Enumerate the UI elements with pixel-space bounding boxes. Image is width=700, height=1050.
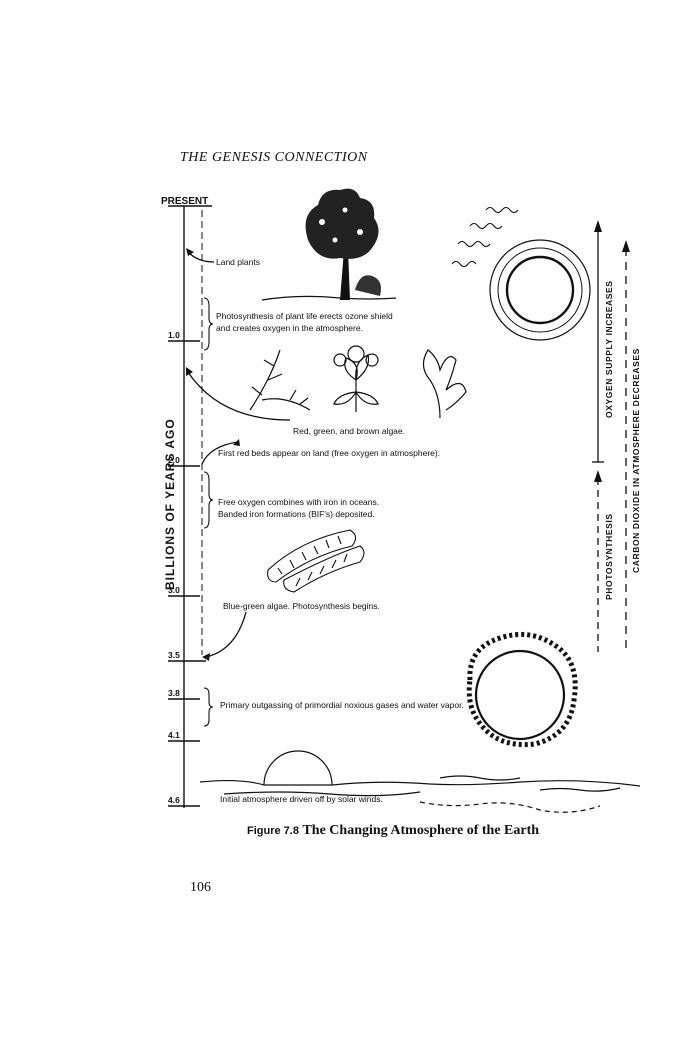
horizon-sun-illustration bbox=[199, 750, 641, 813]
tick-label-1-0: 1.0 bbox=[168, 330, 180, 340]
figure-title: The Changing Atmosphere of the Earth bbox=[302, 823, 540, 838]
event-land-plants: Land plants bbox=[216, 257, 260, 267]
pointer-arrowheads bbox=[186, 248, 240, 661]
pointer-arrows bbox=[187, 251, 291, 658]
tick-label-3-8: 3.8 bbox=[168, 688, 180, 698]
algae-illustration bbox=[249, 345, 467, 419]
event-iron-line2: Banded iron formations (BIF's) deposited… bbox=[218, 509, 375, 519]
earth-ozone-illustration bbox=[451, 206, 591, 341]
event-braces bbox=[203, 297, 214, 727]
blue-green-algae-illustration bbox=[267, 529, 365, 593]
event-outgassing: Primary outgassing of primordial noxious… bbox=[220, 700, 464, 710]
event-ozone-line2: and creates oxygen in the atmosphere. bbox=[216, 323, 363, 333]
tick-label-3-0: 3.0 bbox=[168, 585, 180, 595]
event-blue-green-algae: Blue-green algae. Photosynthesis begins. bbox=[223, 601, 380, 611]
event-ozone-line1: Photosynthesis of plant life erects ozon… bbox=[216, 311, 393, 321]
event-initial-atmosphere: Initial atmosphere driven off by solar w… bbox=[220, 794, 383, 804]
tick-label-3-5: 3.5 bbox=[168, 650, 180, 660]
figure-number: Figure 7.8 bbox=[247, 825, 299, 837]
page-number: 106 bbox=[190, 880, 211, 895]
timeline-present-label: PRESENT bbox=[161, 196, 209, 207]
tick-label-4-1: 4.1 bbox=[168, 730, 180, 740]
tree-illustration bbox=[261, 188, 397, 301]
event-red-beds: First red beds appear on land (free oxyg… bbox=[218, 448, 441, 458]
tick-label-2-0: 2.0 bbox=[168, 455, 180, 465]
event-iron-line1: Free oxygen combines with iron in oceans… bbox=[218, 497, 380, 507]
figure-caption: Figure 7.8 The Changing Atmosphere of th… bbox=[247, 823, 539, 839]
running-header: THE GENESIS CONNECTION bbox=[180, 150, 368, 165]
tick-label-4-6: 4.6 bbox=[168, 795, 180, 805]
primordial-earth-illustration bbox=[466, 631, 578, 748]
side-arrows bbox=[592, 228, 627, 652]
event-algae: Red, green, and brown algae. bbox=[293, 426, 405, 436]
timeline-axis bbox=[168, 205, 212, 808]
